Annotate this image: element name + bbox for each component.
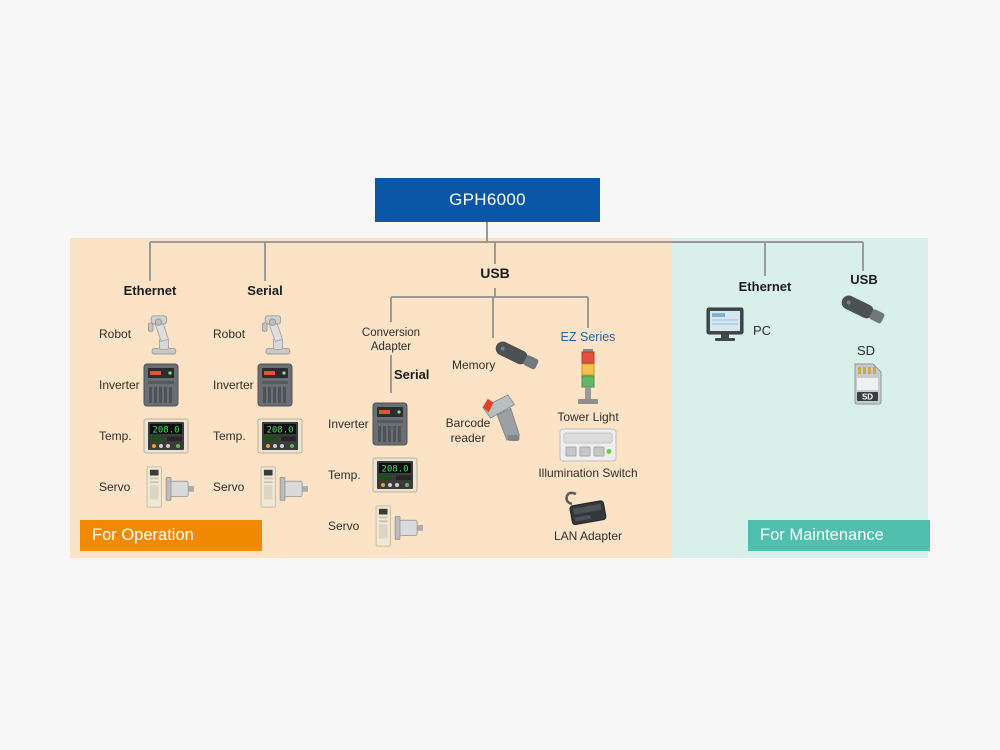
memory-label: Memory <box>452 358 496 372</box>
device-label: Servo <box>213 479 245 494</box>
device-label: Temp. <box>99 428 132 443</box>
device-row-robot: Robot <box>99 308 197 359</box>
inverter-icon <box>372 402 408 446</box>
pc-icon <box>705 306 751 346</box>
servo-icon <box>143 465 197 509</box>
device-label: Servo <box>328 518 360 533</box>
conversion-adapter-label: Conversion Adapter <box>361 327 421 354</box>
page-title: GPH6000 <box>375 178 600 222</box>
maintenance-ethernet-header: Ethernet <box>738 279 792 294</box>
ethernet-column-header: Ethernet <box>123 283 177 298</box>
device-label: Servo <box>99 479 131 494</box>
device-row-temp: Temp. <box>213 410 311 461</box>
maintenance-usb-header: USB <box>850 272 878 287</box>
servo-icon <box>372 504 426 548</box>
ethernet-device-column: Robot Inverter Temp. Servo <box>99 308 197 512</box>
barcode-reader-icon <box>481 390 527 444</box>
device-row-servo: Servo <box>213 461 311 512</box>
illumination-switch-icon <box>559 428 617 462</box>
usb-memory-icon <box>838 290 890 330</box>
device-row-temp: Temp. <box>99 410 197 461</box>
barcode-reader-label: Barcode reader <box>445 416 491 445</box>
device-row-inverter: Inverter <box>213 359 311 410</box>
sd-card-icon <box>847 360 887 408</box>
pc-label: PC <box>753 323 772 338</box>
inverter-icon <box>143 363 179 407</box>
device-label: Inverter <box>213 377 254 392</box>
usb-group-header: USB <box>480 265 510 281</box>
maintenance-badge: For Maintenance <box>748 520 930 551</box>
serial-device-column: Robot Inverter Temp. Servo <box>213 308 311 512</box>
conversion-serial-header: Serial <box>394 367 430 382</box>
usb-memory-icon <box>492 336 544 376</box>
lan-adapter-icon <box>562 488 612 528</box>
device-row-servo: Servo <box>328 500 426 551</box>
tower-light-label: Tower Light <box>557 410 619 424</box>
sd-label: SD <box>856 343 876 358</box>
temp-controller-icon <box>372 455 418 495</box>
device-label: Robot <box>213 326 246 341</box>
serial-column-header: Serial <box>247 283 283 298</box>
ez-series-header: EZ Series <box>560 330 616 344</box>
device-row-servo: Servo <box>99 461 197 512</box>
device-row-robot: Robot <box>213 308 311 359</box>
device-label: Temp. <box>213 428 246 443</box>
temp-controller-icon <box>257 416 303 456</box>
operation-badge: For Operation <box>80 520 262 551</box>
servo-icon <box>257 465 311 509</box>
tower-light-icon <box>570 347 606 409</box>
device-row-temp: Temp. <box>328 449 426 500</box>
illumination-switch-label: Illumination Switch <box>538 466 638 480</box>
device-row-inverter: Inverter <box>328 398 426 449</box>
conversion-device-column: Inverter Temp. Servo <box>328 398 426 551</box>
device-label: Temp. <box>328 467 361 482</box>
robot-icon <box>143 312 183 356</box>
device-label: Inverter <box>328 416 369 431</box>
inverter-icon <box>257 363 293 407</box>
lan-adapter-label: LAN Adapter <box>553 529 623 543</box>
device-row-inverter: Inverter <box>99 359 197 410</box>
device-label: Robot <box>99 326 132 341</box>
device-label: Inverter <box>99 377 140 392</box>
robot-icon <box>257 312 297 356</box>
temp-controller-icon <box>143 416 189 456</box>
